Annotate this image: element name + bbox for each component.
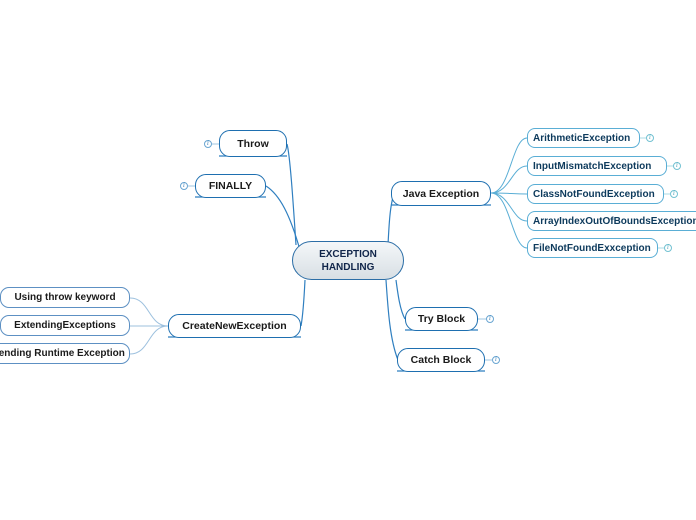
node-create-new-exception[interactable]: CreateNewException <box>168 314 301 338</box>
node-catch-block[interactable]: Catch Block <box>397 348 485 372</box>
node-arithmetic-exception[interactable]: ArithmeticException <box>527 128 640 148</box>
link-java-filenotfound <box>490 192 528 249</box>
root-topic[interactable]: EXCEPTION HANDLING <box>292 241 404 280</box>
node-classnotfound-exception[interactable]: ClassNotFoundException <box>527 184 664 204</box>
link-java-inputmismatch <box>490 165 528 194</box>
node-try-block[interactable]: Try Block <box>405 307 478 331</box>
link-java-arithmetic <box>490 137 528 194</box>
node-throw[interactable]: Throw <box>219 130 287 157</box>
note-icon-try-block[interactable]: i <box>486 315 494 323</box>
link-root-try-block <box>395 279 406 320</box>
node-extending-runtime-exception[interactable]: Extending Runtime Exception <box>0 343 130 364</box>
note-icon-classnotfound[interactable]: i <box>670 190 678 198</box>
note-icon-finally[interactable]: i <box>180 182 188 190</box>
note-icon-filenotfound[interactable]: i <box>664 244 672 252</box>
node-arrayindexoutofbounds-exception[interactable]: ArrayIndexOutOfBoundsException <box>527 211 696 231</box>
link-root-throw <box>286 143 297 246</box>
link-create-usingthrow <box>129 297 169 327</box>
node-using-throw-keyword[interactable]: Using throw keyword <box>0 287 130 308</box>
link-root-create-new <box>300 279 306 327</box>
link-root-catch-block <box>385 279 399 361</box>
node-java-exception[interactable]: Java Exception <box>391 181 491 206</box>
node-finally[interactable]: FINALLY <box>195 174 266 198</box>
link-create-runtime <box>129 325 169 355</box>
root-topic-line2: HANDLING <box>321 261 375 273</box>
note-icon-catch-block[interactable]: i <box>492 356 500 364</box>
node-inputmismatch-exception[interactable]: InputMismatchException <box>527 156 667 176</box>
node-filenotfound-exception[interactable]: FileNotFoundExxception <box>527 238 658 258</box>
root-topic-line1: EXCEPTION <box>319 248 377 260</box>
note-icon-arithmetic[interactable]: i <box>646 134 654 142</box>
note-icon-throw[interactable]: i <box>204 140 212 148</box>
note-icon-inputmismatch[interactable]: i <box>673 162 681 170</box>
node-extending-exceptions[interactable]: ExtendingExceptions <box>0 315 130 336</box>
link-root-finally <box>265 185 301 251</box>
